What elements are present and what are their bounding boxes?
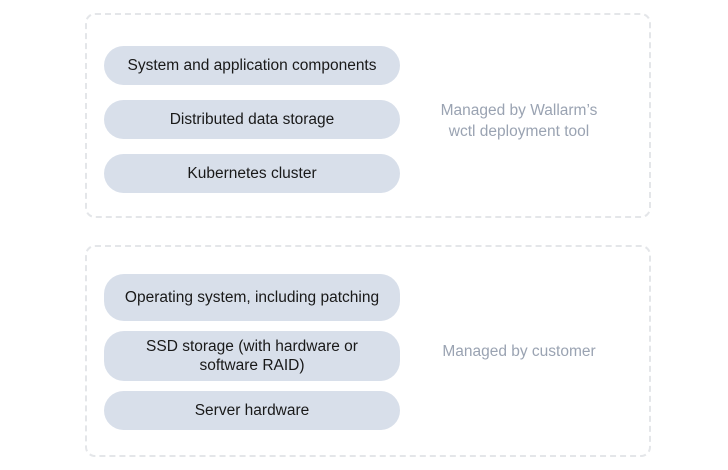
pill-kubernetes-cluster: Kubernetes cluster: [104, 154, 400, 193]
pill-spacer: [104, 85, 403, 100]
group-managed-by-customer: Operating system, including patching SSD…: [85, 245, 651, 457]
group-label-managed-by-customer: Managed by customer: [442, 342, 596, 360]
pill-spacer: [104, 381, 403, 391]
pill-column-managed-by-wallarm: System and application components Distri…: [87, 15, 403, 216]
group-label-managed-by-wallarm: Managed by Wallarm’s wctl deployment too…: [440, 102, 598, 140]
pill-operating-system-including-patching: Operating system, including patching: [104, 274, 400, 321]
pill-ssd-storage-with-hardware-or-software-raid: SSD storage (with hardware or software R…: [104, 331, 400, 381]
group-managed-by-wallarm: System and application components Distri…: [85, 13, 651, 218]
pill-server-hardware: Server hardware: [104, 391, 400, 430]
pill-spacer: [104, 321, 403, 331]
pill-system-and-application-components: System and application components: [104, 46, 400, 85]
pill-column-managed-by-customer: Operating system, including patching SSD…: [87, 247, 403, 455]
pill-spacer: [104, 139, 403, 154]
pill-distributed-data-storage: Distributed data storage: [104, 100, 400, 139]
